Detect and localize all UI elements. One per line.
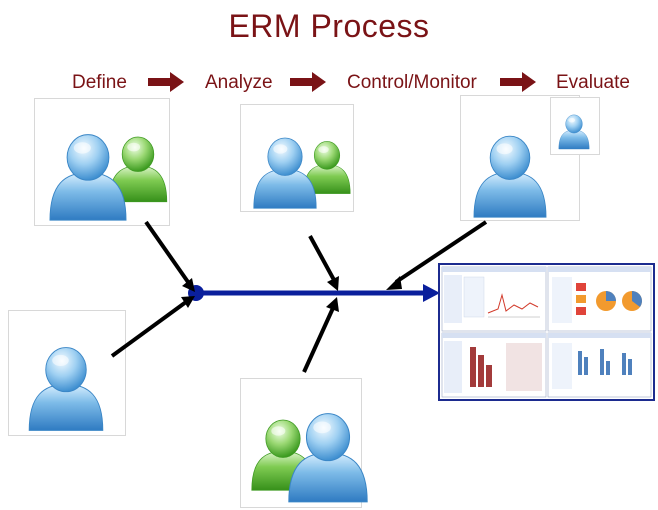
person-small-icon bbox=[558, 114, 590, 150]
person-group-icon bbox=[251, 413, 368, 503]
person-group-icon bbox=[49, 134, 168, 221]
dashboard-report-thumbnails bbox=[438, 263, 655, 401]
report-thumbnail bbox=[441, 266, 547, 332]
report-thumbnail bbox=[441, 332, 547, 398]
step-define: Define bbox=[72, 72, 127, 93]
person-icon bbox=[28, 347, 104, 431]
person-group-icon bbox=[253, 137, 351, 209]
step-evaluate: Evaluate bbox=[556, 72, 630, 93]
report-thumbnail bbox=[547, 332, 652, 398]
step-control-monitor: Control/Monitor bbox=[347, 72, 477, 93]
report-thumbnail bbox=[547, 266, 652, 332]
person-icon bbox=[473, 135, 547, 218]
process-spine bbox=[188, 284, 440, 302]
input-arrow-icon bbox=[110, 220, 488, 373]
step-analyze: Analyze bbox=[205, 72, 273, 93]
step-arrow-icon bbox=[148, 72, 536, 92]
page-title: ERM Process bbox=[228, 8, 430, 44]
